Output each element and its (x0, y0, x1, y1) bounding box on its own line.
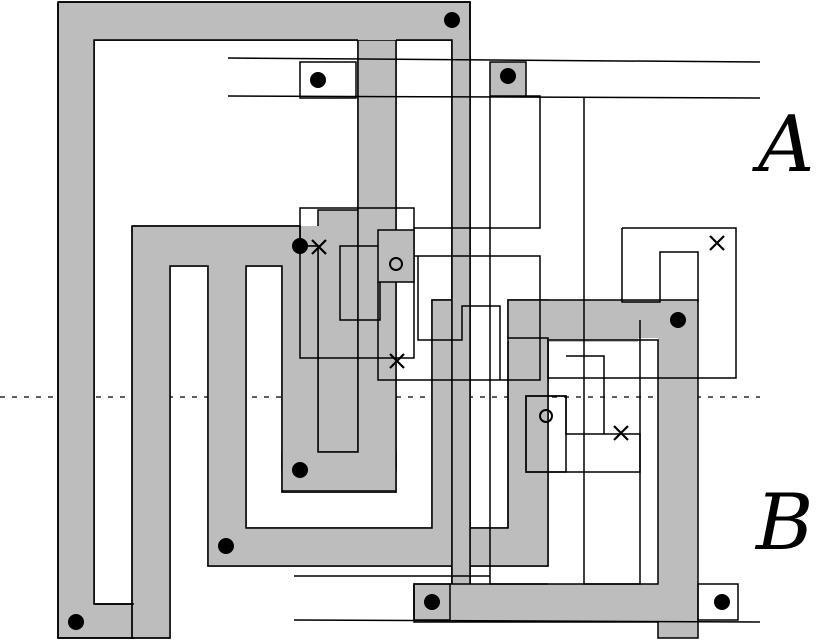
dot-marker (670, 312, 686, 328)
cross-marker (389, 353, 405, 369)
region-label-a: A (758, 100, 815, 190)
cross-marker (613, 425, 629, 441)
cross-markers (311, 235, 725, 441)
dot-marker (500, 68, 516, 84)
dot-marker (292, 238, 308, 254)
hollow-circles (389, 257, 553, 423)
hollow-marker (389, 257, 403, 271)
cross-marker (709, 235, 725, 251)
filled-dots (68, 12, 730, 630)
comb-outline (131, 39, 549, 639)
band-right-loop (413, 299, 699, 639)
dot-marker (444, 12, 460, 28)
outer-loop-fill (59, 3, 470, 637)
highlight-wire (244, 600, 294, 622)
outer-loop-edges (57, 1, 471, 639)
dot-marker (218, 538, 234, 554)
cross-marker (311, 239, 327, 255)
dot-marker (310, 72, 326, 88)
region-label-b: B (756, 478, 814, 568)
dot-marker (292, 462, 308, 478)
hollow-marker (539, 409, 553, 423)
dot-marker (714, 594, 730, 610)
dot-marker (68, 614, 84, 630)
dot-marker (424, 594, 440, 610)
thin-wires (227, 57, 761, 623)
